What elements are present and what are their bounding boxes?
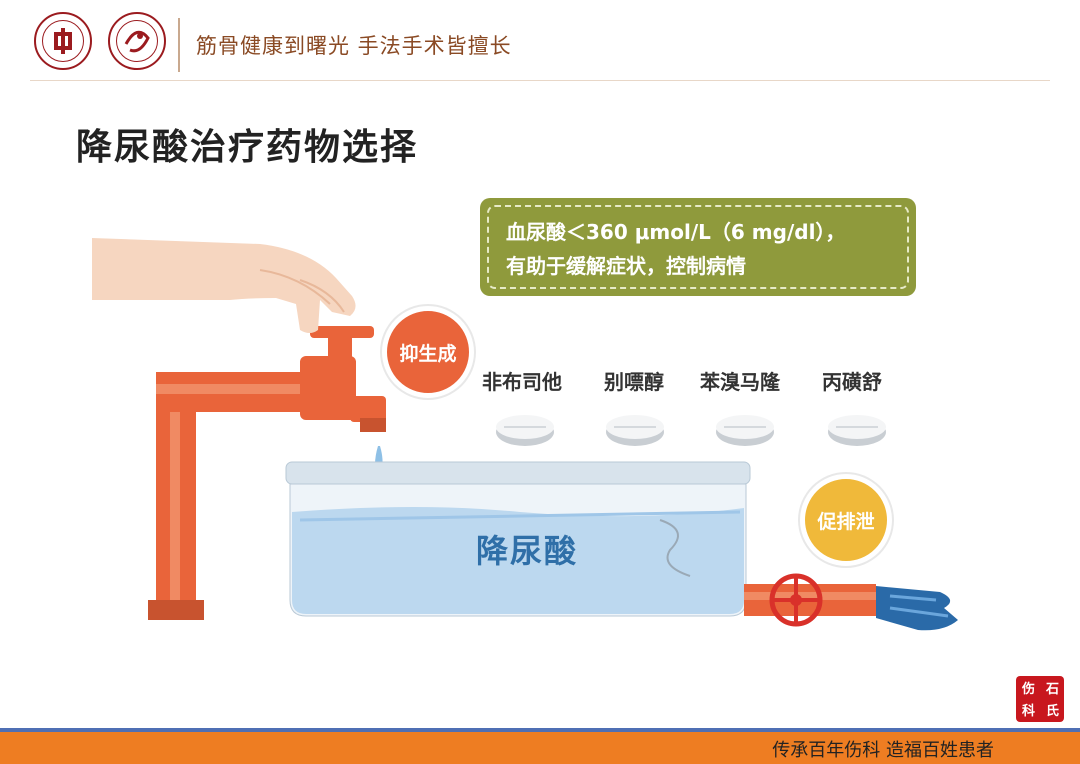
footer-accent-line: [0, 728, 1080, 732]
page-title: 降尿酸治疗药物选择: [76, 127, 419, 168]
hospital-logo: [108, 12, 166, 70]
pill-icon: [716, 415, 774, 446]
target-uric-acid-callout: 血尿酸＜360 μmol/L（6 mg/dl）， 有助于缓解症状，控制病情: [480, 198, 916, 296]
callout-line-1: 血尿酸＜360 μmol/L（6 mg/dl），: [506, 220, 846, 244]
inhibit-production-badge: 抑生成: [382, 306, 474, 398]
university-logo: [34, 12, 92, 70]
header: 筋骨健康到曙光 手法手术皆擅长: [0, 0, 1080, 86]
university-emblem-icon: [54, 28, 72, 54]
header-rule: [30, 80, 1050, 81]
hospital-emblem-icon: [124, 30, 150, 53]
water-outflow: [876, 586, 958, 631]
pill-icon: [828, 415, 886, 446]
tank-label: 降尿酸: [476, 532, 579, 570]
header-divider: [178, 18, 180, 72]
water-tank: [285, 461, 751, 617]
hand-icon: [92, 238, 356, 333]
seal-stamp: 石 氏 伤 科: [1016, 676, 1064, 722]
pill-icon: [496, 415, 554, 446]
footer-bar: [0, 732, 1080, 764]
promote-excretion-badge: 促排泄: [800, 474, 892, 566]
callout-line-2: 有助于缓解症状，控制病情: [506, 254, 746, 278]
pill-icon: [606, 415, 664, 446]
faucet-icon: [300, 326, 386, 480]
drug-label-allopurinol: 别嘌醇: [604, 370, 664, 394]
drug-label-febuxostat: 非布司他: [482, 370, 562, 394]
valve-icon: [769, 573, 823, 627]
drug-label-probenecid: 丙磺舒: [822, 370, 882, 394]
header-slogan: 筋骨健康到曙光 手法手术皆擅长: [196, 34, 512, 58]
water-pipe: [148, 372, 306, 620]
drug-label-benzbromarone: 苯溴马隆: [700, 370, 780, 394]
footer-slogan: 传承百年伤科 造福百姓患者: [772, 740, 994, 761]
